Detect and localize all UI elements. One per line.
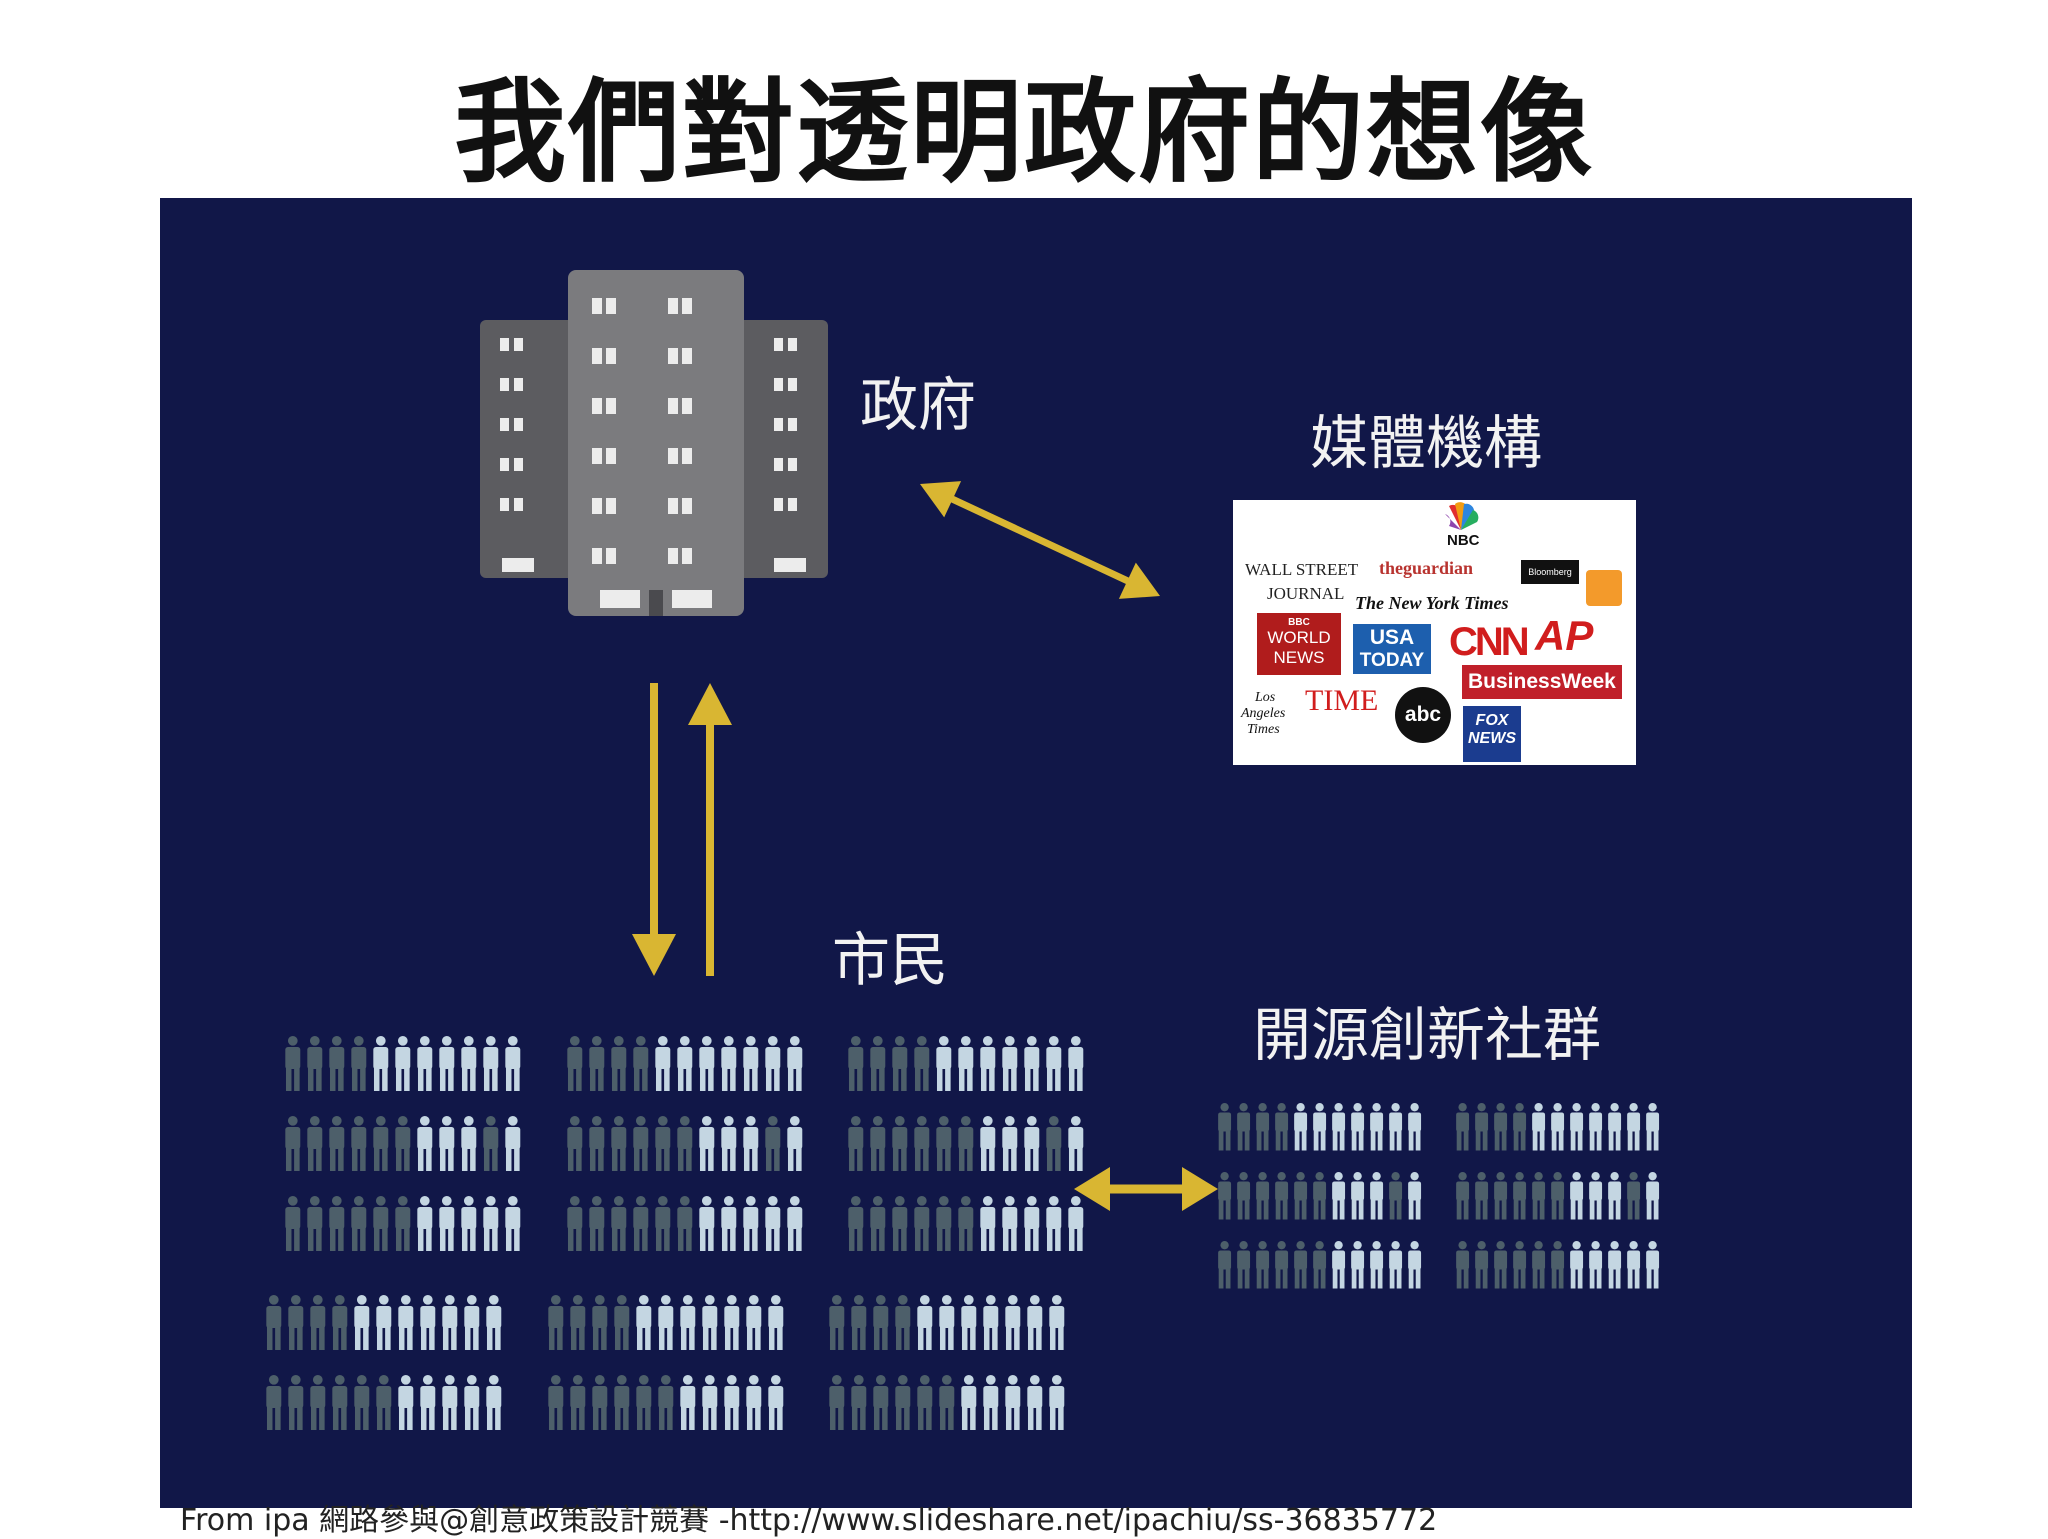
label-government: 政府 bbox=[860, 371, 977, 439]
label-citizens: 市民 bbox=[832, 926, 949, 994]
logo-lat-1: Los bbox=[1255, 690, 1276, 705]
people-crowd-icon bbox=[548, 1295, 784, 1430]
diagram-graphics bbox=[266, 270, 1660, 1430]
logo-bbc-top: BBC bbox=[1288, 617, 1310, 628]
logo-wsj-line2: JOURNAL bbox=[1267, 584, 1345, 603]
government-building-icon bbox=[480, 270, 828, 616]
logo-usa-top: USA bbox=[1369, 626, 1415, 649]
logo-nbc: NBC bbox=[1447, 532, 1480, 549]
logo-bbc-mid: WORLD bbox=[1267, 628, 1331, 647]
logo-bbc: BBC WORLD NEWS bbox=[1257, 613, 1341, 675]
media-logos-collage: NBC WALL STREET JOURNAL theguardian Bloo… bbox=[1233, 500, 1636, 765]
people-crowd-icon bbox=[1456, 1103, 1660, 1289]
logo-businessweek: BusinessWeek bbox=[1462, 665, 1622, 699]
logo-bloomberg: Bloomberg bbox=[1521, 560, 1579, 584]
logo-fox-2: NEWS bbox=[1468, 730, 1516, 747]
people-crowd-icon bbox=[1218, 1103, 1422, 1289]
logo-time: TIME bbox=[1305, 684, 1379, 717]
label-media: 媒體機構 bbox=[1310, 409, 1543, 477]
logo-bbc-bottom: NEWS bbox=[1273, 648, 1325, 667]
logo-fox-news: FOX NEWS bbox=[1463, 706, 1521, 762]
logo-abc: abc bbox=[1395, 687, 1451, 743]
people-crowd-icon bbox=[266, 1295, 502, 1430]
logo-cnn: CNN bbox=[1449, 620, 1530, 664]
logo-nyt: The New York Times bbox=[1355, 593, 1509, 613]
logo-abc-text: abc bbox=[1404, 703, 1442, 726]
logo-guardian: theguardian bbox=[1379, 558, 1474, 578]
logo-lat-3: Times bbox=[1247, 722, 1280, 737]
logo-orange-badge bbox=[1586, 570, 1622, 606]
logo-wsj-line1: WALL STREET bbox=[1245, 560, 1359, 579]
logo-fox-1: FOX bbox=[1475, 712, 1509, 729]
people-crowd-icon bbox=[829, 1295, 1065, 1430]
label-open-source-community: 開源創新社群 bbox=[1253, 1001, 1602, 1069]
diagram-panel: 政府 媒體機構 市民 開源創新社群 NBC WALL STREET JOURNA… bbox=[160, 198, 1912, 1508]
source-footer: From ipa 網路參與@創意政策設計競賽 -http://www.slide… bbox=[180, 1503, 1438, 1538]
people-crowd-icon bbox=[848, 1036, 1084, 1251]
nbc-peacock-icon bbox=[1445, 502, 1479, 530]
slide-title: 我們對透明政府的想像 bbox=[454, 67, 1594, 198]
people-crowd-icon bbox=[285, 1036, 521, 1251]
people-crowd-icon bbox=[567, 1036, 803, 1251]
logo-lat-2: Angeles bbox=[1241, 706, 1286, 721]
logo-ap: AP bbox=[1535, 612, 1594, 659]
arrow-citizens-community bbox=[1074, 1167, 1218, 1211]
arrows-government-citizens bbox=[632, 683, 732, 976]
logo-usa-bottom: TODAY bbox=[1359, 650, 1425, 671]
arrow-government-media bbox=[920, 481, 1160, 599]
logo-usa-today: USA TODAY bbox=[1353, 624, 1431, 674]
